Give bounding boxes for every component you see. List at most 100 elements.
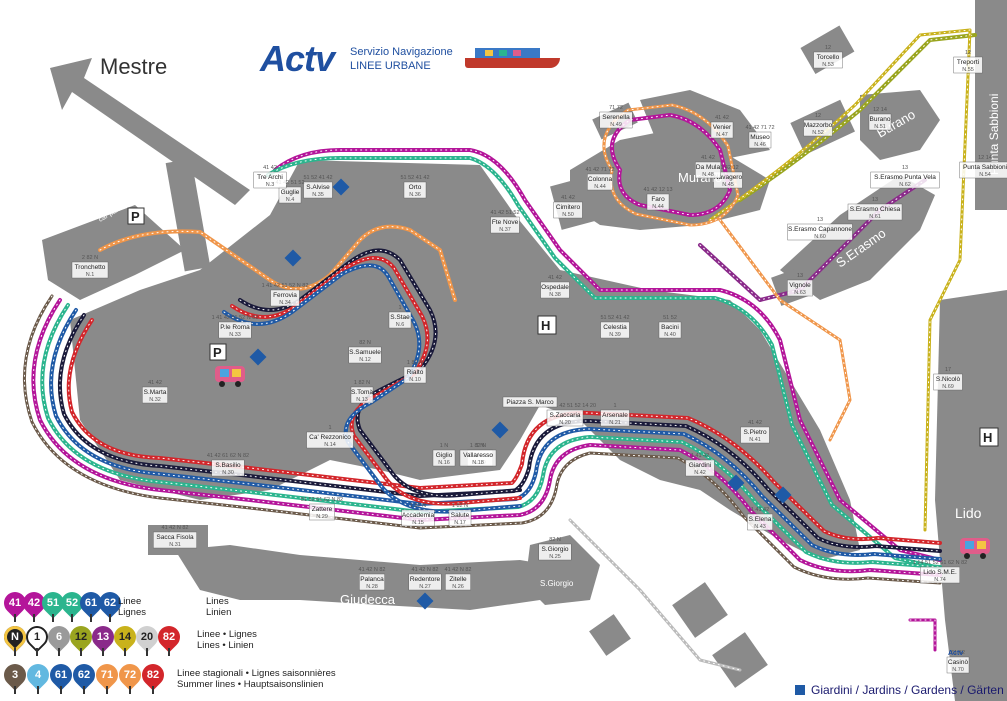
car-icon (215, 366, 245, 387)
stop-name: Vignole (789, 282, 811, 289)
stop-box (959, 161, 1007, 179)
stop-name: Giglio (436, 452, 453, 459)
stop-box (553, 201, 583, 219)
murano-north (640, 90, 770, 160)
route-line-dots (32, 299, 941, 576)
land-masses (42, 0, 1007, 701)
line-pin-stem (109, 614, 111, 622)
area-label-punta-sabbioni: Punta Sabbioni (987, 94, 1001, 175)
line-pin-label: 12 (74, 631, 88, 643)
line-pin-label: 6 (55, 631, 63, 643)
line-pin-stem (14, 648, 16, 656)
stop-lines: 1 82 N 41 42 51 52 14 20 (534, 403, 596, 409)
route-line-dots (68, 319, 941, 544)
stop-box (803, 119, 833, 137)
stop-box (646, 193, 670, 211)
mestre-causeway (50, 58, 250, 205)
stop-number: N.25 (549, 554, 561, 560)
stop-name: Treporti (957, 59, 979, 66)
stop-number: N.15 (412, 520, 424, 526)
legend-text: Lignes saisonnières (251, 668, 336, 679)
stop-box (538, 543, 572, 561)
stop-number: N.36 (409, 192, 421, 198)
stop-lines: 41 42 N 82 (412, 567, 439, 573)
stop-lines: 82 N (359, 340, 371, 346)
line-pin-label: 72 (123, 669, 137, 681)
stop-box (946, 656, 970, 674)
stop-marker[interactable]: Lido S.M.E.N.741 14 51 52 61 62 N 82 (913, 560, 967, 584)
garden-marker (491, 421, 509, 439)
stop-number: N.31 (169, 542, 181, 548)
stop-number: N.42 (694, 470, 706, 476)
stop-box (933, 373, 963, 391)
stop-box (153, 531, 197, 549)
stop-box (445, 573, 471, 591)
stop-lines: 1 41 42 51 52 N 82 (262, 283, 309, 289)
footer-credit: Actv (948, 650, 964, 657)
line-pin-label: 13 (96, 631, 110, 643)
stop-lines: 12 (965, 50, 971, 56)
legend-text: Linee (197, 629, 221, 640)
stop-marker[interactable]: Piazza S. Marco (502, 396, 558, 408)
stop-name: Zattere (312, 506, 333, 513)
stop-name: Tre Archi (257, 174, 283, 181)
stop-box (403, 366, 427, 384)
route-line-dots (274, 149, 941, 561)
stop-lines: 1 41 42 (691, 453, 709, 459)
venice-main-island (70, 160, 860, 560)
stop-name: Punta Sabbioni (963, 164, 1007, 171)
